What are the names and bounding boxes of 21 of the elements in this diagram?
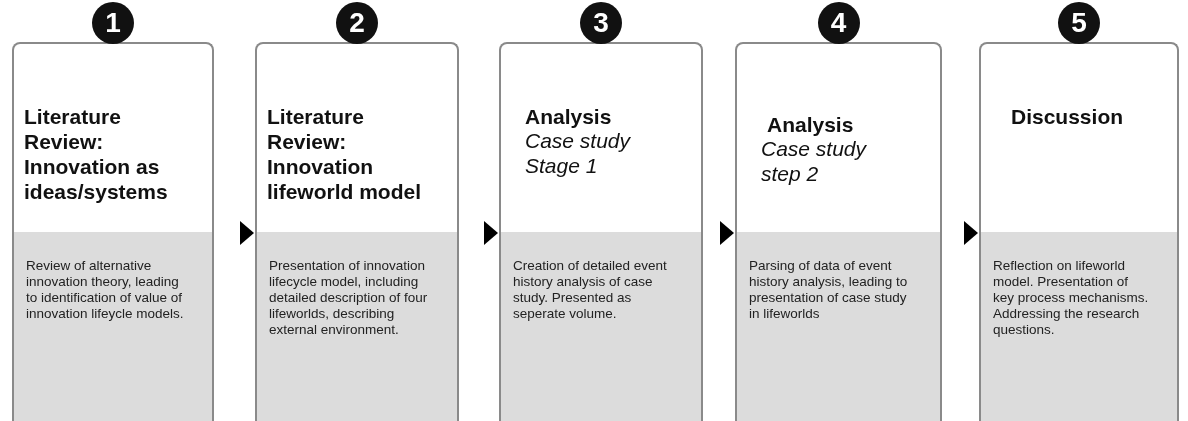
arrow	[240, 221, 254, 245]
step-subtitle: Case study step 2	[761, 136, 868, 186]
step-heading: Discussion	[1011, 104, 1125, 129]
step-heading: Literature Review: Innovation as ideas/systems	[24, 104, 169, 204]
arrow	[484, 221, 498, 245]
step-description: Parsing of data of event history analysis, leading to presentation of case study in lifeworlds	[749, 258, 909, 322]
step-description: Reflection on lifeworld model. Presentation of key process mechanisms. Addressing the research questions.	[993, 258, 1150, 338]
step-number: 3	[580, 2, 622, 44]
step-number: 2	[336, 2, 378, 44]
step-description: Review of alternative innovation theory, leading to identification of value of innovation lifeycle models.	[26, 258, 185, 322]
step-number: 4	[817, 2, 860, 44]
step-description: Creation of detailed event history analysis of case study. Presented as seperate volume.	[513, 258, 668, 322]
arrow	[720, 221, 734, 245]
step-subtitle: Case study Stage 1	[525, 128, 632, 178]
step-number: 5	[1058, 2, 1100, 44]
step-heading: Analysis	[767, 112, 855, 137]
step-heading: Analysis	[525, 104, 613, 129]
step-number: 1	[92, 2, 134, 44]
step-heading: Literature Review: Innovation lifeworld model	[267, 104, 422, 204]
arrow	[964, 221, 978, 245]
step-description: Presentation of innovation lifecycle model, including detailed description of four lifeworlds, describing external environment.	[269, 258, 429, 338]
